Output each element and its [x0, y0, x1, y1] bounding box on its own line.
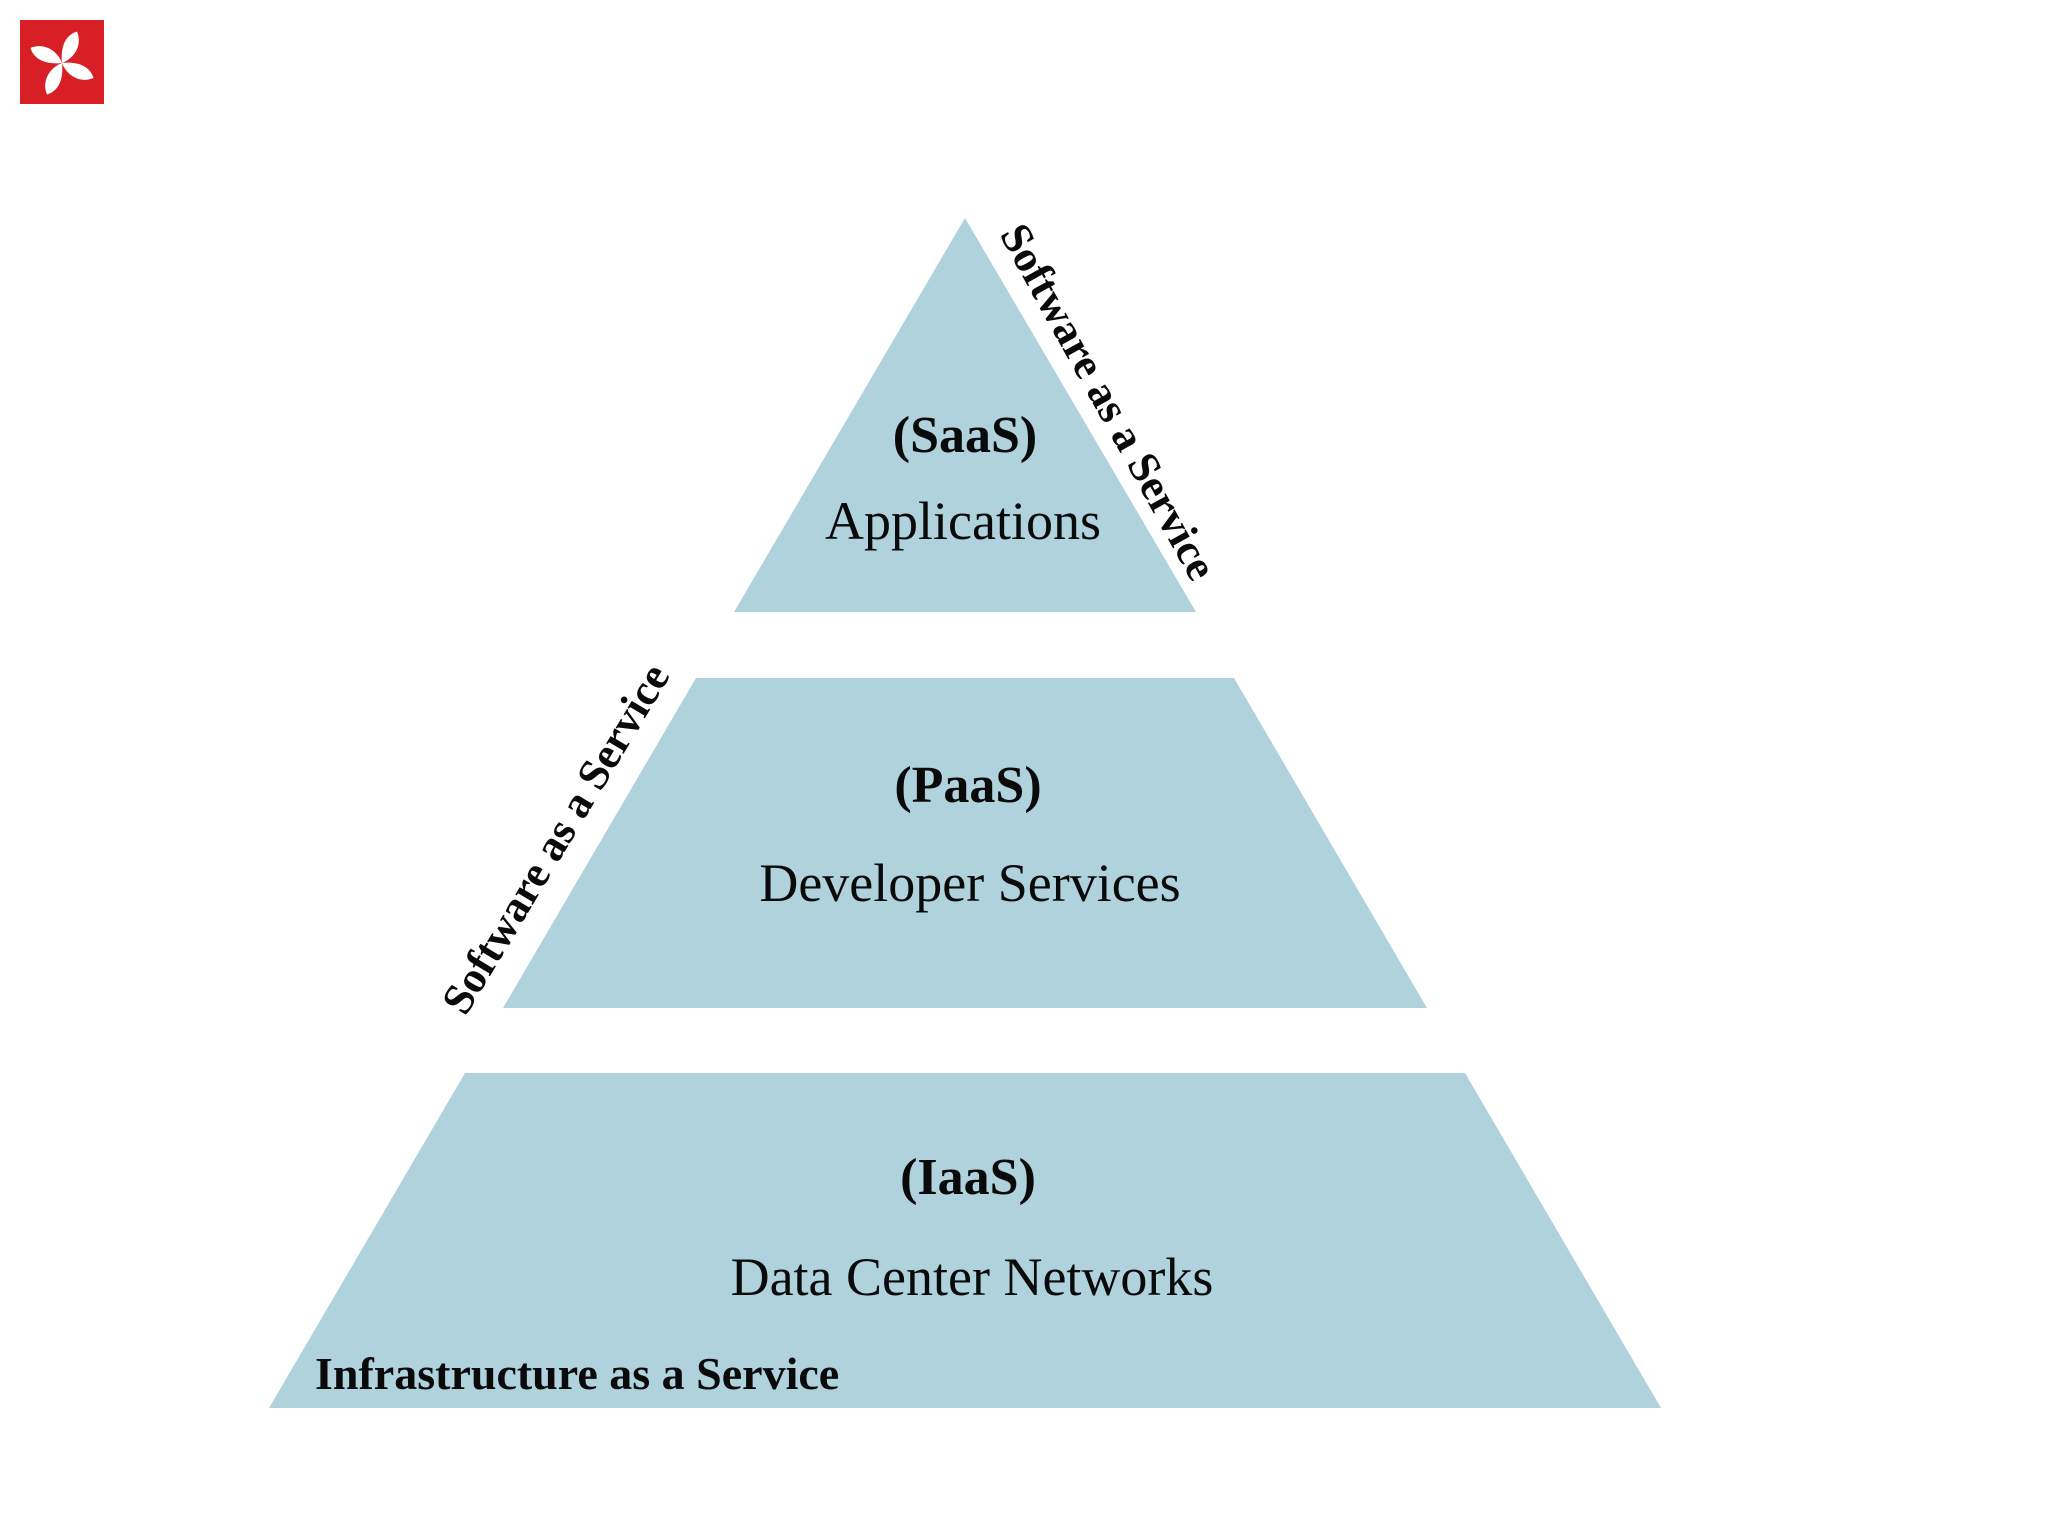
paas-tier-shape: [503, 678, 1427, 1008]
paas-abbr-label: (PaaS): [894, 757, 1042, 814]
saas-title-label: Applications: [825, 491, 1101, 551]
iaas-tier-shape: [269, 1073, 1661, 1408]
iaas-title-label: Data Center Networks: [730, 1247, 1214, 1307]
iaas-edge-label: Infrastructure as a Service: [315, 1348, 840, 1399]
saas-abbr-label: (SaaS): [892, 407, 1038, 464]
pinwheel-icon: [30, 31, 94, 95]
iaas-abbr-label: (IaaS): [900, 1149, 1036, 1206]
saas-tier-shape: [734, 218, 1196, 612]
paas-title-label: Developer Services: [759, 853, 1181, 913]
brand-logo: [20, 20, 104, 104]
